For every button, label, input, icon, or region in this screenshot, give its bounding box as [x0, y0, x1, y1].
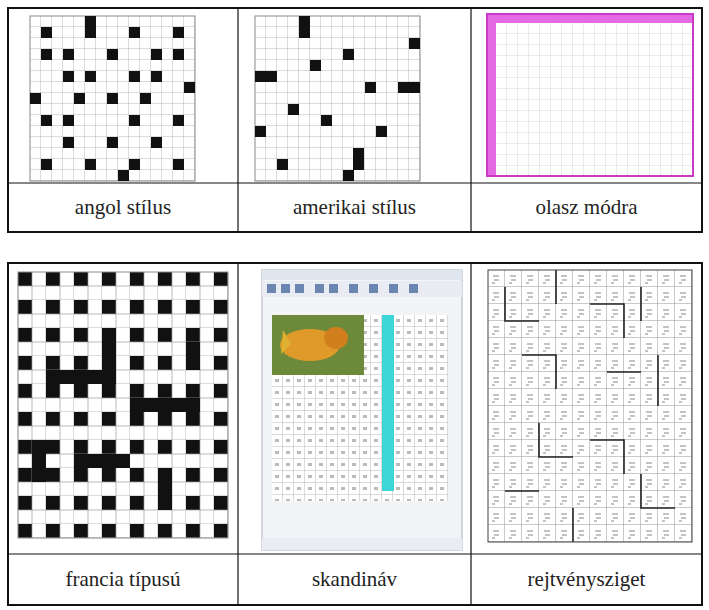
cell-label: olasz módra [535, 195, 637, 220]
cell-label: amerikai stílus [293, 195, 416, 220]
table-cell: francia típusú [8, 554, 238, 605]
table-cell: olasz módra [471, 183, 702, 232]
italian-crossword [487, 14, 693, 176]
american-crossword [255, 16, 420, 181]
cell-label: skandináv [312, 567, 397, 592]
english-crossword [30, 16, 195, 181]
puzzle-island-grid [488, 270, 692, 542]
cell-label: angol stílus [75, 195, 171, 220]
table-cell: skandináv [238, 554, 471, 605]
cell-label: francia típusú [66, 567, 181, 592]
cell-label: rejtvénysziget [528, 567, 646, 592]
scandinavian-screenshot [262, 270, 462, 550]
table-frame [8, 263, 702, 605]
french-crossword [18, 272, 228, 538]
table-cell: amerikai stílus [238, 183, 471, 232]
table-cell: rejtvénysziget [471, 554, 702, 605]
table-cell: angol stílus [8, 183, 238, 232]
table-frame [8, 8, 702, 232]
